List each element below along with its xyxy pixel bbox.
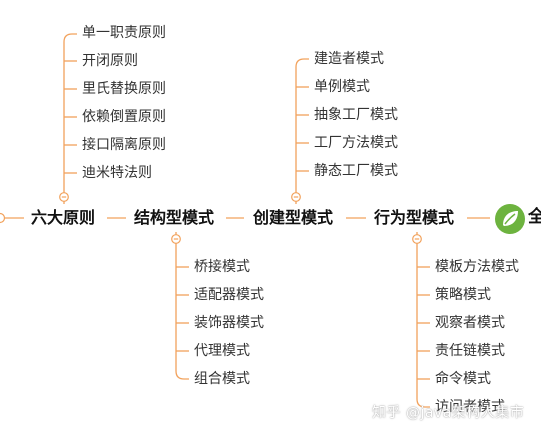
- minus-circle-icon[interactable]: [412, 234, 422, 244]
- minus-circle-icon[interactable]: [291, 192, 301, 202]
- node-creational-patterns[interactable]: 创建型模式: [253, 208, 334, 227]
- leaf-behavioral[interactable]: 访问者模式: [435, 399, 505, 415]
- leaf-creational[interactable]: 工厂方法模式: [314, 135, 398, 151]
- leaf-six-principles[interactable]: 单一职责原则: [82, 25, 166, 41]
- leaf-structural[interactable]: 代理模式: [194, 343, 250, 359]
- leaf-six-principles[interactable]: 里氏替换原则: [82, 81, 166, 97]
- minus-circle-icon[interactable]: [59, 192, 69, 202]
- leaf-behavioral[interactable]: 责任链模式: [435, 343, 505, 359]
- leaf-behavioral[interactable]: 策略模式: [435, 287, 491, 303]
- leaf-structural[interactable]: 桥接模式: [194, 259, 250, 275]
- leaf-six-principles[interactable]: 依赖倒置原则: [82, 109, 166, 125]
- leaf-behavioral[interactable]: 命令模式: [435, 371, 491, 387]
- leaf-behavioral[interactable]: 模板方法模式: [435, 259, 519, 275]
- node-six-principles[interactable]: 六大原则: [31, 208, 96, 227]
- leaf-creational[interactable]: 单例模式: [314, 79, 370, 95]
- leaf-six-principles[interactable]: 开闭原则: [82, 53, 138, 69]
- collapse-left-icon: [0, 212, 6, 224]
- leaf-creational[interactable]: 抽象工厂模式: [314, 107, 398, 123]
- leaf-structural[interactable]: 组合模式: [194, 371, 250, 387]
- minus-circle-icon[interactable]: [171, 234, 181, 244]
- root-node-label[interactable]: 全: [528, 207, 541, 227]
- watermark-text: 知乎 @java架构人集市: [372, 405, 525, 421]
- leaf-creational[interactable]: 建造者模式: [314, 51, 384, 67]
- leaf-structural[interactable]: 装饰器模式: [194, 315, 264, 331]
- leaf-six-principles[interactable]: 接口隔离原则: [82, 137, 166, 153]
- node-behavioral-patterns[interactable]: 行为型模式: [374, 208, 455, 227]
- leaf-structural[interactable]: 适配器模式: [194, 287, 264, 303]
- node-structural-patterns[interactable]: 结构型模式: [134, 208, 215, 227]
- leaf-six-principles[interactable]: 迪米特法则: [82, 165, 152, 181]
- spring-leaf-icon: [495, 204, 525, 234]
- leaf-behavioral[interactable]: 观察者模式: [435, 315, 505, 331]
- leaf-creational[interactable]: 静态工厂模式: [314, 163, 398, 179]
